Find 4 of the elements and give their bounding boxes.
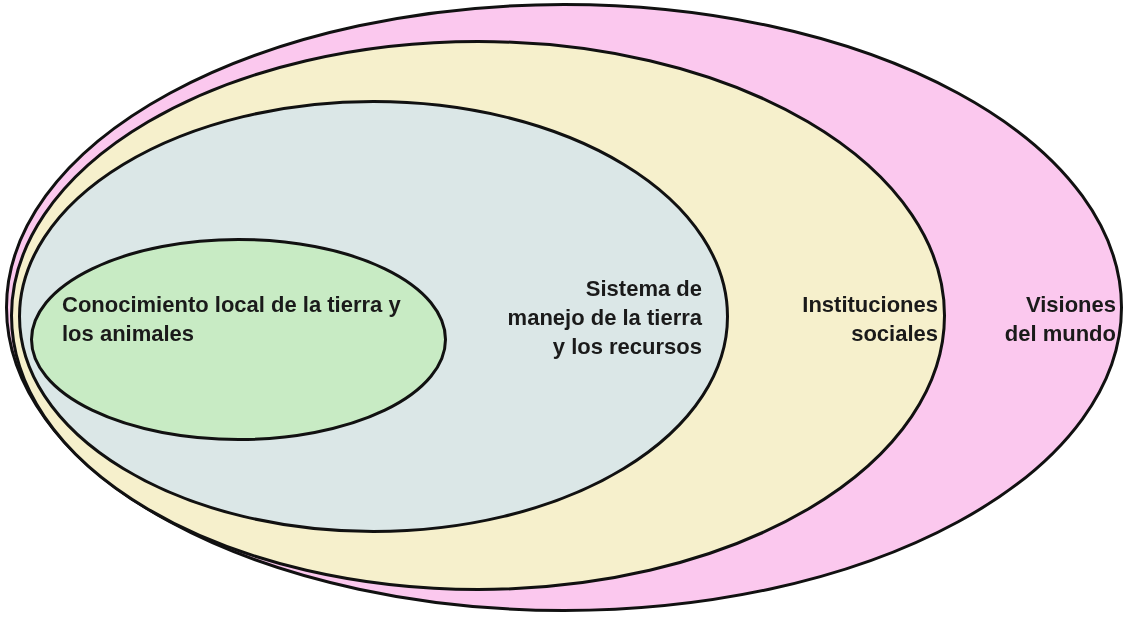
region-label: Sistema de manejo de la tierra y los recursos [506, 275, 702, 361]
region-label: Visiones del mundo [1003, 291, 1116, 348]
region-label: Instituciones sociales [801, 291, 938, 348]
region-label: Conocimiento local de la tierra y los animales [62, 291, 402, 348]
